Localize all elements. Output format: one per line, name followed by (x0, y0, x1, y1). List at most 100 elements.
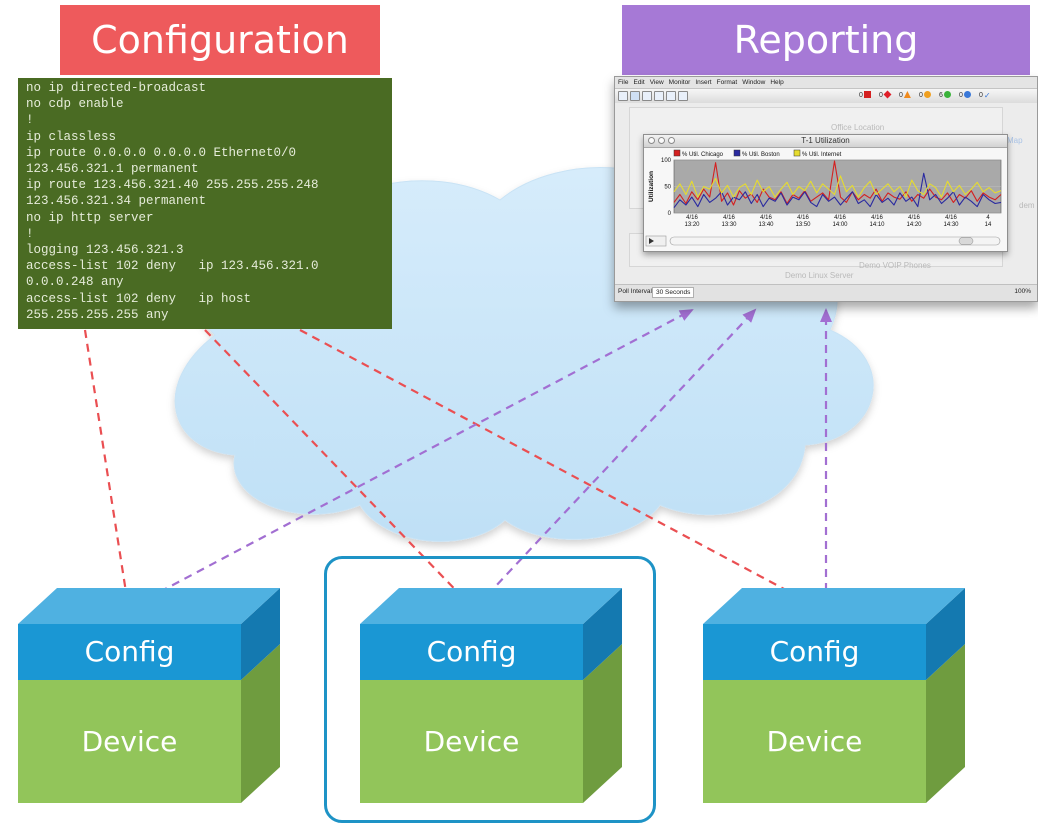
office-location-label: Office Location (831, 123, 885, 132)
status-alarm[interactable]: 0 (899, 90, 911, 102)
config-arrows (83, 329, 816, 607)
legend-swatch-2 (793, 149, 801, 157)
device-layer-label: Device (423, 725, 520, 758)
x-tick-label-7-0: 4/16 (945, 215, 957, 221)
x-tick-label-0-0: 4/16 (686, 215, 698, 221)
menu-monitor[interactable]: Monitor (668, 79, 691, 86)
down-status-icon (863, 91, 871, 98)
x-tick-label-5-0: 4/16 (871, 215, 883, 221)
x-tick-label-4-1: 14:00 (832, 222, 848, 228)
status-warning[interactable]: 0 (919, 90, 931, 102)
warning-status-icon (923, 91, 931, 98)
status-count: 0 (959, 92, 963, 99)
play-icon (649, 238, 654, 244)
x-tick-label-4-0: 4/16 (834, 215, 846, 221)
device-cube-shape (360, 588, 622, 803)
x-tick-label-2-0: 4/16 (760, 215, 772, 221)
chart-title-bar: T-1 Utilization (644, 135, 1007, 148)
page-icon[interactable] (642, 91, 652, 101)
map-canvas: Office Location Map dem Demo VOIP Phones… (615, 103, 1037, 285)
minimize-button[interactable] (658, 137, 665, 144)
status-critical[interactable]: 0 (879, 90, 892, 102)
device-layer-label: Device (81, 725, 178, 758)
sound-icon[interactable] (678, 91, 688, 101)
y-tick-label-2: 100 (661, 158, 672, 164)
report-arrow-device-1 (134, 309, 694, 606)
select-tool-icon[interactable] (630, 91, 640, 101)
legend-swatch-1 (733, 149, 741, 157)
reporting-screenshot: File Edit View Monitor Insert Format Window Hel… (614, 76, 1038, 302)
menu-window[interactable]: Window (742, 79, 766, 86)
linux-label: Demo Linux Server (785, 271, 854, 280)
status-unknown[interactable]: 0 (959, 90, 971, 102)
x-tick-label-7-1: 14:30 (943, 222, 959, 228)
reporting-arrows (134, 308, 832, 606)
status-count: 0 (859, 92, 863, 99)
close-button[interactable] (648, 137, 655, 144)
legend-label-1: % Util. Boston (742, 152, 780, 158)
x-tick-label-1-1: 13:30 (721, 222, 737, 228)
critical-status-icon (883, 90, 892, 99)
menu-file[interactable]: File (618, 79, 629, 86)
y-tick-label-1: 50 (664, 185, 671, 191)
y-tick-label-0: 0 (668, 211, 672, 217)
report-menubar: File Edit View Monitor Insert Format Window Hel… (615, 77, 1037, 89)
zoom-button[interactable] (668, 137, 675, 144)
menu-help[interactable]: Help (770, 79, 784, 86)
utilization-chart: % Util. Chicago % Util. Boston % Util. Int… (645, 149, 1002, 247)
chart-window: T-1 Utilization % Util. Chicago % Util. B… (643, 134, 1008, 252)
config-layer-label: Config (84, 635, 175, 668)
legend-label-2: % Util. Internet (802, 152, 842, 158)
reporting-banner: Reporting (622, 5, 1030, 75)
map-label: Map (1007, 136, 1023, 145)
device-layer-label: Device (766, 725, 863, 758)
x-tick-label-3-1: 13:50 (795, 222, 811, 228)
device-icon[interactable] (654, 91, 664, 101)
x-tick-label-2-1: 13:40 (758, 222, 774, 228)
chart-title: T-1 Utilization (801, 136, 850, 145)
x-tick-label-1-0: 4/16 (723, 215, 735, 221)
device-block-2: Config Device (360, 588, 622, 803)
x-tick-label-0-1: 13:20 (684, 222, 700, 228)
config-arrow-device-1 (83, 329, 133, 607)
status-up[interactable]: 6 (939, 90, 951, 102)
menu-format[interactable]: Format (716, 79, 738, 86)
device-cube-shape (703, 588, 965, 803)
status-acknowledged[interactable]: 0✓ (979, 90, 991, 102)
poll-interval-select[interactable]: 30 Seconds (652, 287, 695, 298)
x-tick-label-8-1: 14 (985, 222, 992, 228)
status-count: 0 (879, 92, 883, 99)
configuration-banner: Configuration (60, 5, 380, 75)
report-toolbar: 0 0 0 0 6 0 0✓ (615, 89, 1037, 104)
config-layer-label: Config (769, 635, 860, 668)
unknown-status-icon (963, 91, 971, 98)
graph-icon[interactable] (666, 91, 676, 101)
report-arrow-device-2 (477, 308, 757, 606)
dem-label: dem (1019, 201, 1035, 210)
timeline-scrollbar (669, 236, 1001, 246)
config-code-panel: no ip directed-broadcast no cdp enable !… (18, 78, 392, 329)
menu-view[interactable]: View (649, 79, 664, 86)
status-count: 0 (899, 92, 903, 99)
status-down[interactable]: 0 (859, 90, 871, 102)
series-line-1 (673, 172, 1002, 209)
zoom-level[interactable]: 100% (1014, 288, 1031, 295)
legend-swatch-0 (673, 149, 681, 157)
menu-edit[interactable]: Edit (633, 79, 645, 86)
report-statusbar: Poll Interval: 30 Seconds 100% (615, 284, 1037, 301)
menu-insert[interactable]: Insert (695, 79, 712, 86)
lock-icon[interactable] (618, 91, 628, 101)
highlight-frame (324, 556, 656, 823)
playback-controls (645, 235, 667, 247)
config-arrow-device-2 (204, 329, 472, 607)
legend-label-0: % Util. Chicago (682, 152, 724, 158)
x-tick-label-6-0: 4/16 (908, 215, 920, 221)
device-block-1: Config Device (18, 588, 280, 803)
voip-label: Demo VOIP Phones (859, 261, 931, 270)
series-line-2 (673, 175, 1002, 198)
up-status-icon (943, 91, 951, 98)
x-tick-label-3-0: 4/16 (797, 215, 809, 221)
alarm-status-icon (903, 91, 911, 98)
poll-interval-label: Poll Interval: (618, 288, 654, 295)
series-line-0 (673, 160, 1002, 206)
